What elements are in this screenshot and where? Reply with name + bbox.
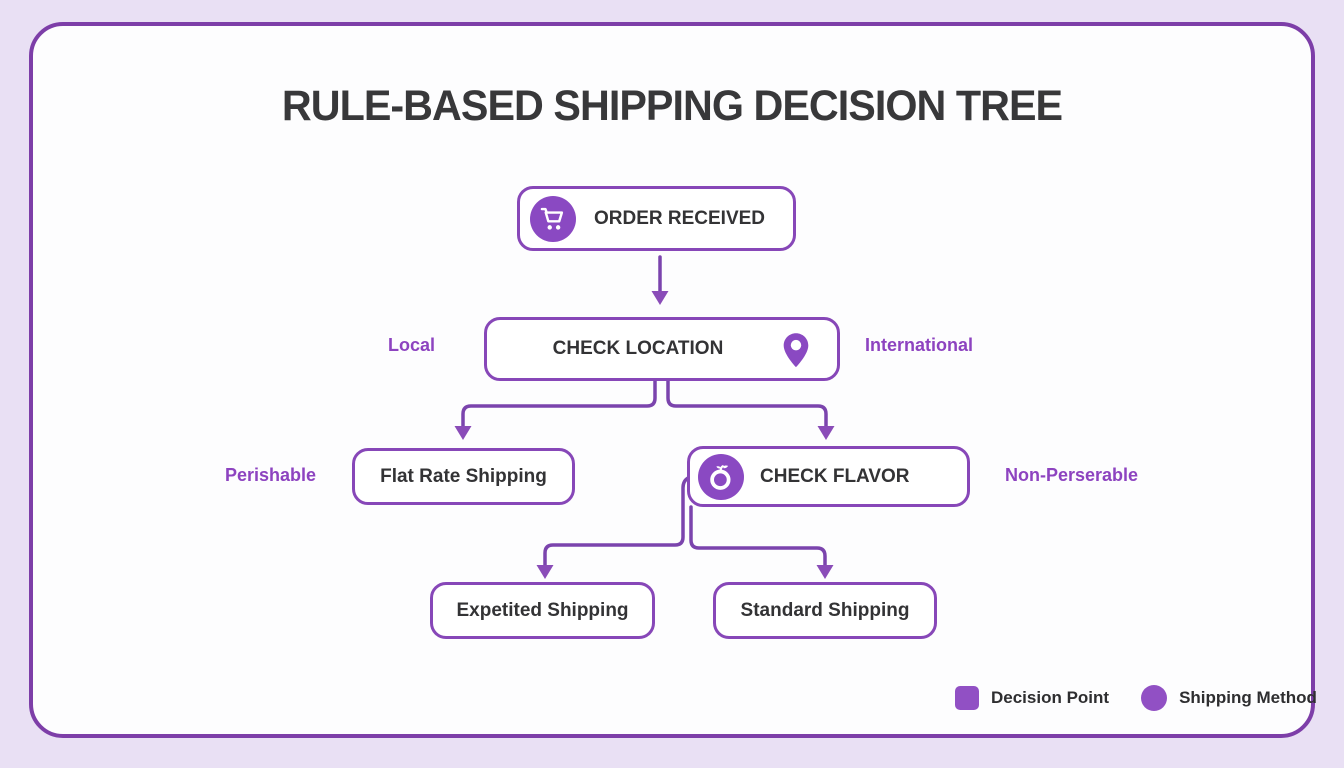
- legend-label-shipping-method: Shipping Method: [1179, 688, 1317, 707]
- node-label: CHECK LOCATION: [552, 338, 724, 359]
- node-label: Flat Rate Shipping: [380, 465, 547, 487]
- node-expedited-shipping: Expetited Shipping: [430, 582, 655, 639]
- decision-point-swatch-icon: [955, 686, 979, 710]
- node-label: CHECK FLAVOR: [760, 465, 910, 487]
- fruit-icon: [698, 453, 744, 500]
- node-flat-rate-shipping: Flat Rate Shipping: [352, 448, 575, 505]
- branch-label-local: Local: [388, 335, 436, 355]
- node-label: Standard Shipping: [740, 599, 910, 621]
- node-check-location: CHECK LOCATION: [484, 317, 840, 381]
- node-standard-shipping: Standard Shipping: [713, 582, 937, 639]
- legend-label-decision-point: Decision Point: [991, 688, 1110, 707]
- legend: Decision Point Shipping Method: [955, 685, 1317, 711]
- location-pin-icon: [777, 331, 815, 377]
- branch-label-perishable: Perishable: [225, 465, 317, 485]
- node-label: ORDER RECEIVED: [594, 207, 766, 229]
- shipping-method-swatch-icon: [1141, 685, 1168, 711]
- page-title: RULE-BASED SHIPPING DECISION TREE: [281, 82, 1063, 130]
- node-check-flavor: CHECK FLAVOR: [687, 446, 970, 507]
- node-order-received: ORDER RECEIVED: [517, 186, 796, 251]
- branch-label-international: International: [865, 335, 974, 355]
- node-label: Expetited Shipping: [456, 599, 629, 621]
- cart-icon: [530, 195, 576, 242]
- branch-label-non-perishable: Non-Perserable: [1005, 465, 1139, 485]
